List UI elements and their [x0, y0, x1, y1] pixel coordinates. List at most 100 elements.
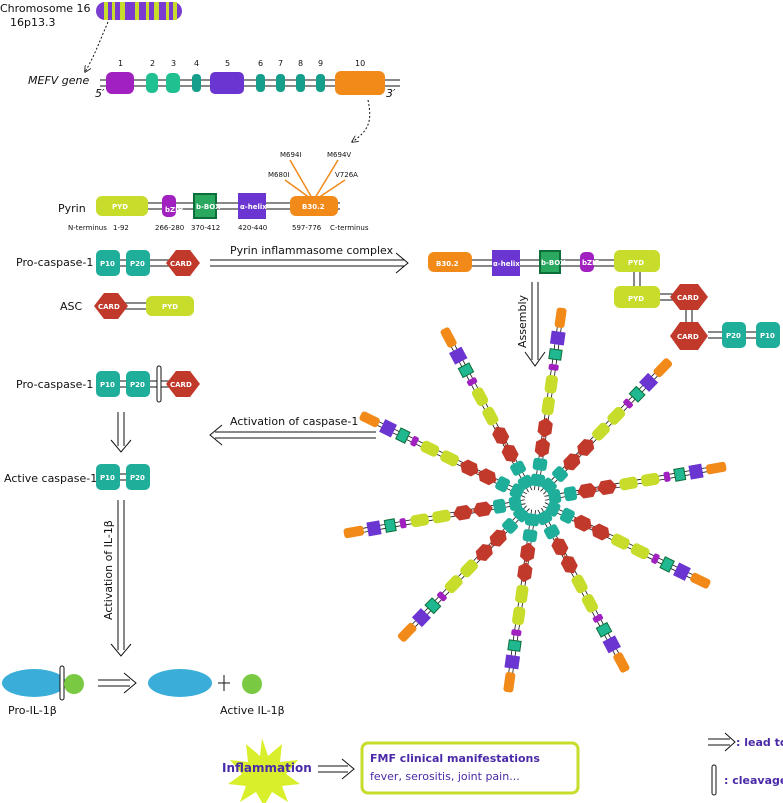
- ring-card: [453, 504, 473, 521]
- ring-card: [597, 479, 617, 496]
- pyrin-position: 597-776: [292, 224, 322, 232]
- ring-bzip: [511, 629, 522, 637]
- exon-number: 3: [171, 59, 176, 68]
- exons: [106, 71, 385, 95]
- ring-b302: [705, 461, 727, 475]
- activation-caspase-arrow: [209, 424, 376, 446]
- ring-pyd: [410, 513, 430, 528]
- exon10-pointer: [352, 99, 371, 142]
- ring-ahelix: [411, 608, 431, 628]
- p10-label: P10: [100, 260, 115, 268]
- ring-p20: [543, 524, 560, 540]
- mutation-label: M694V: [327, 151, 351, 159]
- ring-pyd: [544, 374, 558, 394]
- exon-numbers: 1 2 3 4 5 6 7 8 9 10: [118, 59, 365, 68]
- mid-p10-label: P10: [100, 381, 115, 389]
- ring-pyd: [571, 574, 588, 594]
- ring-bbox: [457, 362, 475, 379]
- mid-card-label: CARD: [170, 381, 192, 389]
- active-il1b: [148, 669, 262, 697]
- ring-p20: [502, 517, 518, 534]
- ring-arm: [536, 507, 630, 673]
- procaspase-label-mid: Pro-caspase-1: [16, 378, 93, 391]
- inflammation-label: Inflammation: [222, 761, 312, 775]
- active-caspase-label: Active caspase-1: [4, 472, 97, 485]
- outcome-arrow: [318, 758, 355, 780]
- ring-pyd: [420, 440, 440, 457]
- mutation-label: M694I: [280, 151, 301, 159]
- ring-b302: [503, 671, 516, 693]
- card-label: CARD: [170, 260, 192, 268]
- inflammasome-ring: [343, 307, 727, 693]
- ring-bzip: [466, 377, 478, 386]
- asc-label: ASC: [60, 300, 83, 313]
- ring-ahelix: [379, 419, 397, 438]
- ring-p20: [492, 498, 507, 514]
- complex-label: Pyrin inflammasome complex: [230, 244, 394, 257]
- ring-card: [472, 501, 493, 517]
- ring-bzip: [663, 471, 671, 482]
- ring-card: [492, 426, 510, 445]
- asc-pyd-label: PYD: [162, 303, 178, 311]
- ring-pyd: [640, 472, 660, 487]
- pyrin-protein: [96, 193, 340, 219]
- procaspase-mid: [96, 365, 200, 403]
- ring-arm: [440, 327, 534, 493]
- ring-ahelix: [688, 463, 704, 480]
- ring-card: [577, 439, 595, 456]
- complex-bbox-label: b-BOX: [541, 259, 566, 267]
- ring-arm: [503, 509, 540, 693]
- ring-bzip: [592, 614, 604, 623]
- legend-lead-to: : lead to: [736, 736, 783, 749]
- ring-bzip: [410, 436, 419, 447]
- legend-cleavage-mark: [711, 764, 717, 796]
- il-arrow: [98, 672, 137, 694]
- fmf-box: [360, 741, 580, 795]
- exon-number: 6: [258, 59, 263, 68]
- ring-bbox: [424, 597, 442, 615]
- complex-p10-label: P10: [760, 332, 775, 340]
- ring-b302: [690, 572, 711, 589]
- activation-il-label: Activation of IL-1β: [102, 520, 115, 620]
- ring-p20: [563, 486, 578, 502]
- pyrin-ahelix-label: α-helix: [240, 203, 267, 211]
- pyrin-bbox-label: b-BOX: [196, 203, 221, 211]
- pyrin-positions: N-terminus 1-92 266-280 370-412 420-440 …: [68, 224, 369, 232]
- ring-bzip: [437, 591, 447, 602]
- exon-number: 4: [194, 59, 199, 68]
- exon-number: 10: [355, 59, 365, 68]
- ring-p10: [513, 506, 530, 523]
- ring-pyd: [460, 559, 478, 578]
- ring-p20: [552, 466, 568, 483]
- active-caspase: [96, 464, 150, 490]
- assembly-label: Assembly: [516, 294, 529, 348]
- mid-p20-label: P20: [130, 381, 145, 389]
- asc-protein: [94, 293, 194, 319]
- legend-lead-to-arrow: [708, 732, 736, 752]
- ring-card: [519, 542, 536, 563]
- ring-pyd: [440, 450, 459, 467]
- ring-card: [577, 483, 598, 499]
- gene-label: MEFV gene: [28, 74, 90, 87]
- pyrin-bzip-label: bZIP: [165, 206, 183, 214]
- ring-card: [478, 468, 497, 486]
- activation-caspase-label: Activation of caspase-1: [230, 415, 358, 428]
- ring-ahelix: [549, 330, 566, 346]
- inflammation-star: [228, 738, 300, 803]
- chromosome-band: 16p13.3: [10, 16, 55, 29]
- ring-p10: [508, 496, 522, 511]
- ring-pyd: [592, 422, 610, 441]
- ring-arm: [530, 307, 567, 491]
- ring-pyd: [581, 593, 599, 613]
- procaspase-label-top: Pro-caspase-1: [16, 256, 93, 269]
- mutation-lines: [284, 159, 346, 199]
- pyrin-position: C-terminus: [330, 224, 369, 232]
- ring-b302: [359, 411, 380, 428]
- gene-3prime: 3′: [386, 87, 396, 100]
- ring-card: [537, 417, 553, 438]
- ring-bbox: [673, 467, 687, 482]
- ring-pyd: [619, 476, 638, 491]
- ring-b302: [613, 652, 630, 673]
- mutation-label: V726A: [335, 171, 358, 179]
- pro-il-label: Pro-IL-1β: [8, 704, 57, 717]
